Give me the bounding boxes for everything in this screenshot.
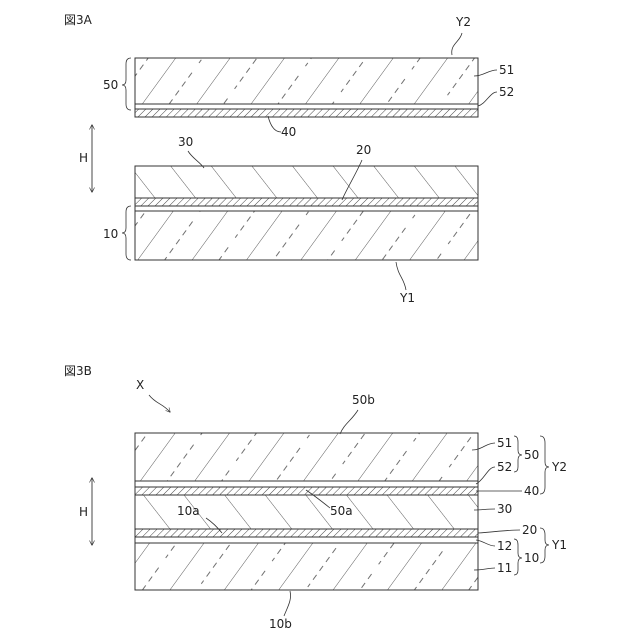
label-51: 51 <box>499 63 514 77</box>
layer-11-glass <box>135 543 478 590</box>
figure-3a-title: 図3A <box>64 13 93 27</box>
label-y1: Y1 <box>399 291 415 305</box>
label-12: 12 <box>497 539 512 553</box>
label-y1: Y1 <box>551 538 567 552</box>
label-y2: Y2 <box>551 460 567 474</box>
label-11: 11 <box>497 561 512 575</box>
label-50: 50 <box>103 78 118 92</box>
layer-51-glass <box>135 58 478 104</box>
label-50a: 50a <box>330 504 353 518</box>
label-50: 50 <box>524 448 539 462</box>
label-30: 30 <box>178 135 193 149</box>
label-y2: Y2 <box>455 15 471 29</box>
brace-50 <box>122 58 131 110</box>
brace-10 <box>514 539 522 575</box>
layer-40-adhesive <box>135 109 478 117</box>
brace-50 <box>514 436 522 472</box>
layer-40-adhesive <box>135 487 478 495</box>
figure-3b: 図3B X 50b 51 52 50 <box>64 364 567 631</box>
label-52: 52 <box>497 460 512 474</box>
label-30: 30 <box>497 502 512 516</box>
label-52: 52 <box>499 85 514 99</box>
label-10: 10 <box>103 227 118 241</box>
label-40: 40 <box>281 125 296 139</box>
label-h: H <box>79 151 88 165</box>
layer-51-glass <box>135 433 478 481</box>
label-h: H <box>79 505 88 519</box>
brace-10 <box>122 206 131 260</box>
label-20: 20 <box>522 523 537 537</box>
label-51: 51 <box>497 436 512 450</box>
layer-20-adhesive <box>135 529 478 537</box>
label-50b: 50b <box>352 393 375 407</box>
figure-3b-title: 図3B <box>64 364 92 378</box>
brace-y1 <box>540 528 549 563</box>
layer-10-glass <box>135 211 478 260</box>
label-10: 10 <box>524 551 539 565</box>
layer-20-adhesive <box>135 198 478 206</box>
label-20: 20 <box>356 143 371 157</box>
brace-y2 <box>540 436 549 494</box>
label-10b: 10b <box>269 617 292 631</box>
layer-52 <box>135 104 478 109</box>
label-40: 40 <box>524 484 539 498</box>
layer-52 <box>135 481 478 487</box>
figure-3a: 図3A 50 Y2 51 52 40 H 30 20 <box>64 13 514 305</box>
layer-12 <box>135 537 478 543</box>
label-x: X <box>136 378 144 392</box>
layer-30 <box>135 166 478 198</box>
label-10a: 10a <box>177 504 200 518</box>
